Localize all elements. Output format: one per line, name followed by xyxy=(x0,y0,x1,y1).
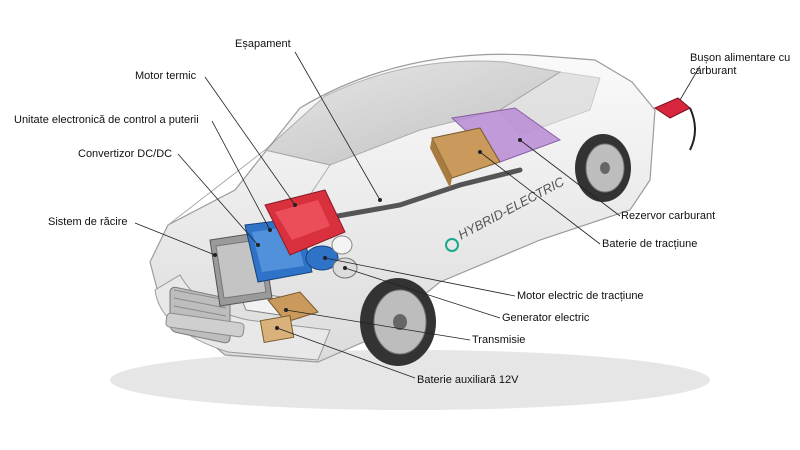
label-baterie-aux: Baterie auxiliară 12V xyxy=(417,374,519,386)
label-buson: Bușon alimentare cu carburant xyxy=(690,52,791,77)
engine-block xyxy=(264,189,346,256)
leader-dots xyxy=(213,138,522,330)
label-esapament: Eșapament xyxy=(235,38,291,50)
hybrid-badge-logo xyxy=(445,238,459,252)
label-rezervor: Rezervor carburant xyxy=(621,210,716,222)
front-wheel xyxy=(360,278,436,366)
windshield xyxy=(263,60,562,166)
label-motor-electric: Motor electric de tracțiune xyxy=(517,290,644,302)
leader-lines xyxy=(134,51,701,379)
hood-line xyxy=(167,149,331,226)
label-transmisie: Transmisie xyxy=(472,334,526,346)
rear-wheel xyxy=(575,134,631,202)
electric-motor xyxy=(305,245,339,271)
coolant-reservoir xyxy=(331,235,353,255)
label-baterie-tractiune: Baterie de tracțiune xyxy=(602,238,698,250)
label-convertizor: Convertizor DC/DC xyxy=(78,148,173,160)
transmission xyxy=(267,291,319,323)
label-unitate-control: Unitate electronică de control a puterii xyxy=(14,114,199,126)
label-motor-termic: Motor termic xyxy=(135,70,197,82)
label-generator: Generator electric xyxy=(502,312,590,324)
lower-grille xyxy=(165,312,245,338)
label-sistem-racire: Sistem de răcire xyxy=(48,216,128,228)
traction-battery xyxy=(430,127,501,188)
ground-shadow xyxy=(110,350,710,410)
fuel-nozzle xyxy=(653,97,696,151)
exhaust-pipe xyxy=(312,167,523,223)
